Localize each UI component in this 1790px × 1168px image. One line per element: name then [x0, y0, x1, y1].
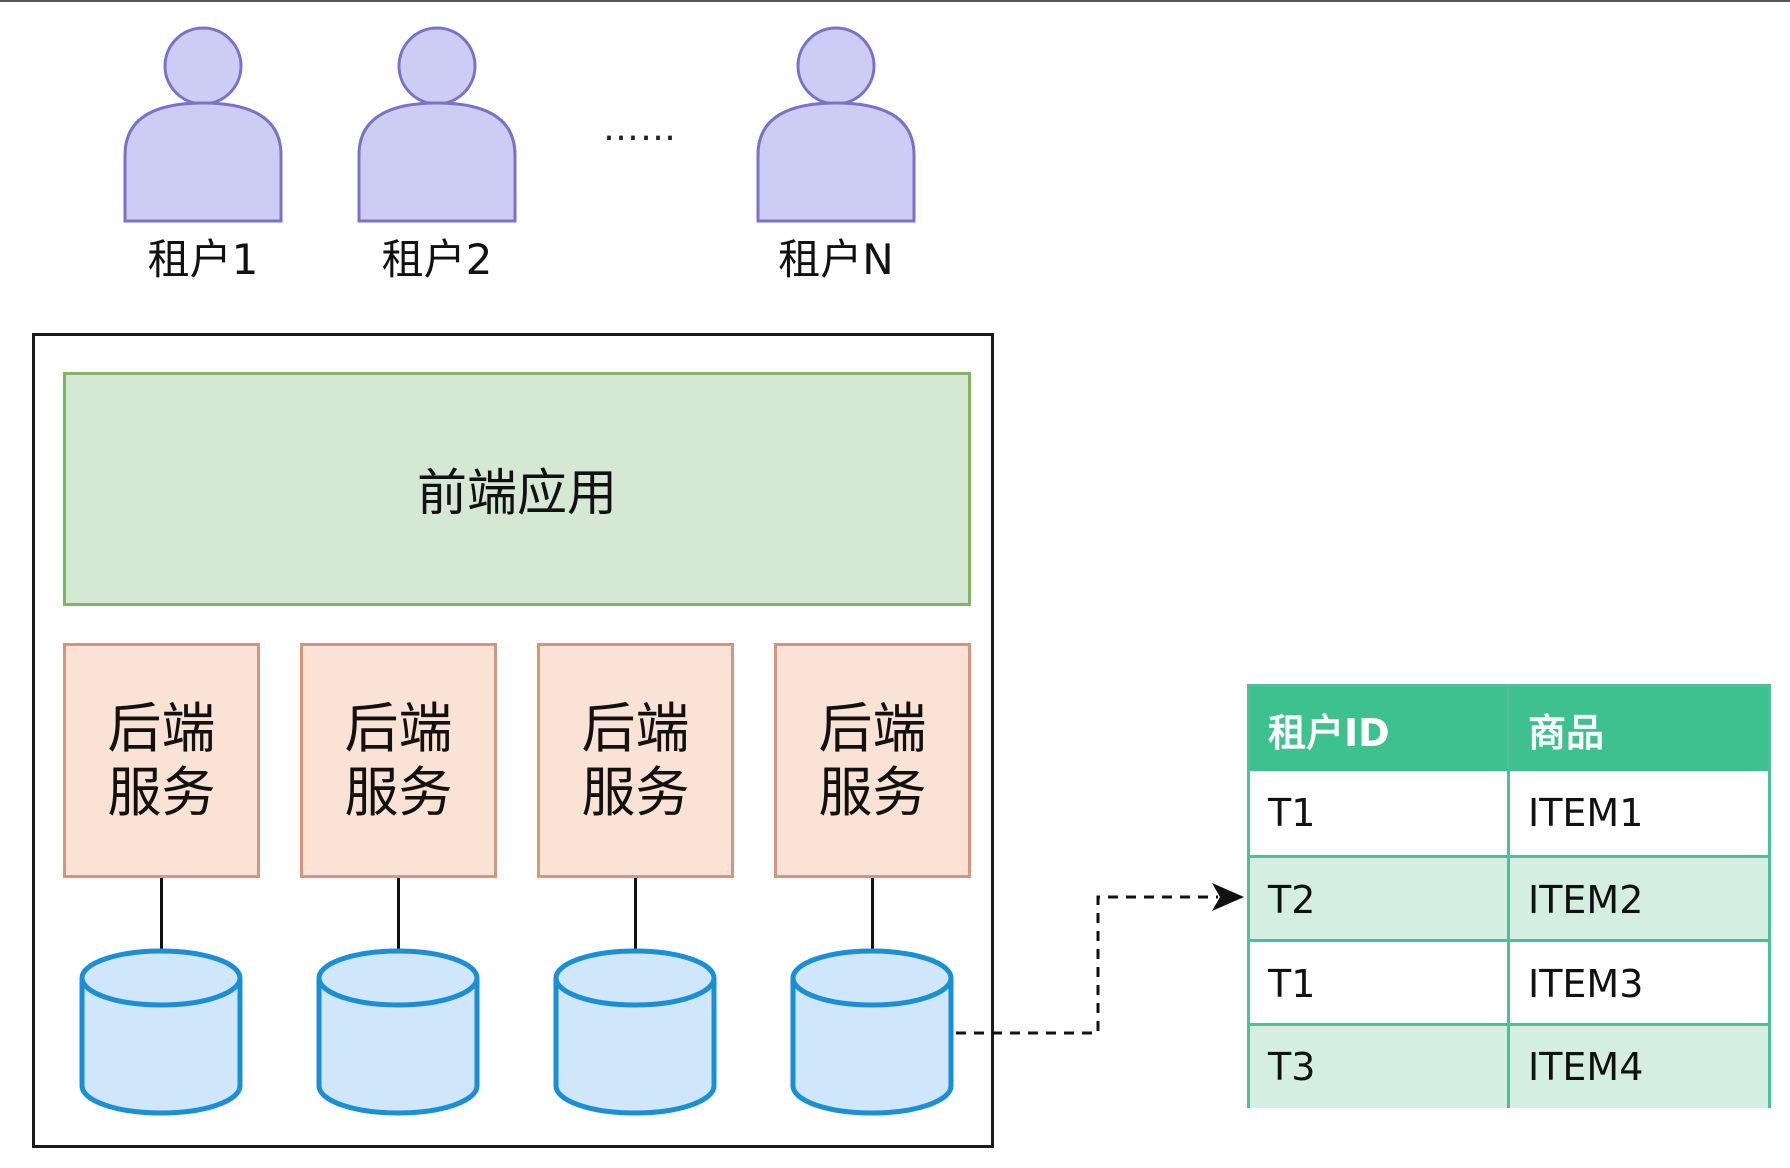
tenant-n: 租户N — [756, 25, 916, 285]
user-icon — [123, 26, 283, 223]
backend-service-2: 后端服务 — [300, 643, 497, 878]
tenant-label: 租户N — [778, 235, 894, 284]
frontend-label: 前端应用 — [417, 464, 617, 522]
connector-line — [871, 878, 874, 950]
backend-label: 后端服务 — [344, 696, 453, 824]
table-row: T1 ITEM3 — [1250, 939, 1768, 1026]
table-cell: ITEM3 — [1528, 962, 1644, 1006]
connector-line — [160, 878, 163, 950]
connector-line — [634, 878, 637, 950]
user-icon — [357, 26, 517, 223]
backend-label: 后端服务 — [581, 696, 690, 824]
backend-service-1: 后端服务 — [63, 643, 260, 878]
database-icon — [790, 948, 954, 1116]
tenant-data-table: 租户ID 商品 T1 ITEM1 T2 ITEM2 T1 ITEM3 T3 IT… — [1247, 684, 1771, 1108]
table-cell: ITEM1 — [1528, 791, 1644, 835]
backend-service-3: 后端服务 — [537, 643, 734, 878]
table-header-cell: 商品 — [1528, 710, 1605, 755]
tenant-ellipsis: …… — [603, 108, 677, 149]
arrow-head-icon — [1212, 883, 1244, 911]
backend-label: 后端服务 — [107, 696, 216, 824]
database-icon — [79, 948, 243, 1116]
database-icon — [553, 948, 717, 1116]
table-row: T2 ITEM2 — [1250, 855, 1768, 942]
tenant-1: 租户1 — [123, 25, 283, 285]
backend-label: 后端服务 — [818, 696, 927, 824]
table-header-cell: 租户ID — [1250, 687, 1510, 771]
tenant-2: 租户2 — [357, 25, 517, 285]
table-header-row: 租户ID 商品 — [1250, 687, 1768, 771]
table-cell: T1 — [1250, 771, 1510, 855]
table-row: T1 ITEM1 — [1250, 771, 1768, 855]
backend-service-4: 后端服务 — [774, 643, 971, 878]
database-icon — [316, 948, 480, 1116]
table-cell: T3 — [1250, 1026, 1510, 1108]
connector-line — [397, 878, 400, 950]
table-cell: ITEM2 — [1528, 878, 1644, 922]
table-row: T3 ITEM4 — [1250, 1023, 1768, 1108]
tenant-label: 租户2 — [381, 235, 493, 284]
table-cell: T1 — [1250, 942, 1510, 1026]
table-cell: ITEM4 — [1528, 1045, 1644, 1089]
tenant-label: 租户1 — [147, 235, 259, 284]
user-icon — [756, 26, 916, 223]
frontend-app: 前端应用 — [63, 372, 971, 606]
top-border — [0, 0, 1790, 2]
table-cell: T2 — [1250, 858, 1510, 942]
